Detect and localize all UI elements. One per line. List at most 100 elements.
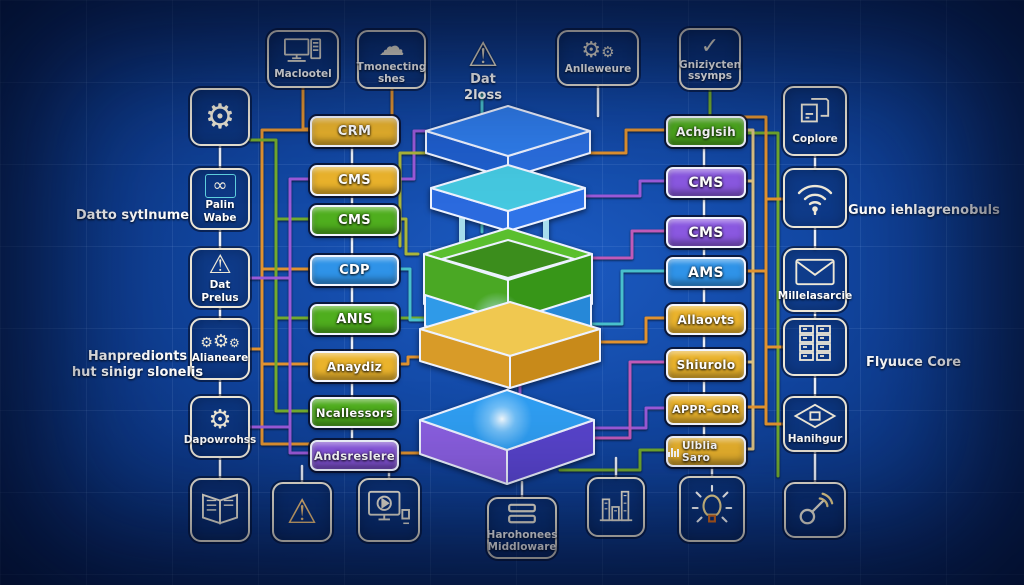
node-alianeare: ⚙⚙⚙ Alianeare bbox=[190, 318, 250, 380]
node-bar-chart bbox=[587, 477, 645, 537]
node-label: Dat 2loss bbox=[464, 72, 502, 104]
diagram-node: Anaydiz bbox=[310, 351, 399, 382]
node-anlleweure: ⚙⚙ Anlleweure bbox=[557, 30, 639, 86]
node-label: Middloware bbox=[487, 540, 557, 553]
node-label: APPR–GDR bbox=[672, 403, 740, 416]
diagram-node: Achglsih bbox=[666, 116, 746, 147]
server-rack-icon bbox=[797, 324, 833, 371]
documents-icon bbox=[798, 97, 832, 132]
warning-icon: ⚠ bbox=[467, 35, 499, 75]
node-label: shes bbox=[377, 72, 406, 85]
node-maclootel: Maclootel bbox=[267, 30, 339, 88]
warning-icon: ⚠ bbox=[208, 250, 232, 281]
diagram-node: Shiurolo bbox=[666, 349, 746, 380]
node-label: Millelasarcie bbox=[777, 289, 853, 302]
node-label: Harohonees bbox=[486, 529, 558, 542]
node-gniziycten: ✓ Gniziycten ssymps bbox=[679, 28, 741, 90]
infinity-screen-icon: ∞ bbox=[204, 174, 236, 199]
computer-icon bbox=[284, 38, 322, 67]
text-hanpredionts: Hanpredionts hut sinigr slonelis bbox=[55, 349, 220, 382]
node-label: ssymps bbox=[687, 70, 733, 82]
node-label: CMS bbox=[688, 224, 724, 241]
node-server-rack bbox=[783, 318, 847, 376]
diagram-node: Allaovts bbox=[666, 304, 746, 335]
node-label: Gniziycten bbox=[678, 58, 742, 71]
node-label: CMS bbox=[338, 213, 371, 228]
wifi-icon bbox=[793, 179, 837, 218]
node-label: Ulblia Saro bbox=[681, 439, 718, 464]
node-label: CMS bbox=[338, 173, 371, 188]
node-label: Alianeare bbox=[191, 352, 249, 365]
node-label: Ncallessors bbox=[315, 405, 394, 420]
gear-icon: ⚙ bbox=[204, 97, 236, 137]
text-flyuuce-core: Flyuuce Core bbox=[866, 355, 962, 370]
text-line: hut sinigr slonelis bbox=[71, 365, 204, 381]
diagram-node: AMS bbox=[666, 257, 746, 288]
diagram-node: CDP bbox=[310, 255, 399, 286]
monitor-play-icon bbox=[367, 489, 411, 532]
node-wifi bbox=[783, 168, 847, 228]
node-dat2loss: ⚠ Dat 2loss bbox=[452, 38, 514, 105]
node-middleware: Harohonees Middloware bbox=[487, 497, 557, 559]
gear-icon: ⚙ bbox=[208, 405, 232, 436]
node-monitor-media bbox=[358, 478, 420, 542]
node-label: Maclootel bbox=[274, 67, 332, 80]
diagram-node: CMS bbox=[310, 205, 399, 236]
envelope-icon bbox=[794, 258, 836, 289]
check-icon: ✓ bbox=[700, 33, 720, 59]
equalizer-icon bbox=[668, 446, 679, 457]
warning-icon: ⚠ bbox=[286, 492, 318, 532]
diagram-node: CMS bbox=[310, 165, 399, 196]
cloud-icon: ☁ bbox=[378, 32, 405, 63]
diamond-icon bbox=[793, 403, 837, 432]
node-coplore: Coplore bbox=[783, 86, 847, 156]
text-guno: Guno iehlagrenobuls bbox=[848, 203, 1000, 218]
node-tmonecting: ☁ Tmonecting shes bbox=[357, 30, 426, 89]
diagram-node: ANIS bbox=[310, 304, 399, 335]
node-label: Shiurolo bbox=[676, 357, 736, 372]
text-datto-sytlnume: Datto sytlnume bbox=[75, 208, 190, 223]
node-label: AMS bbox=[688, 264, 724, 281]
diagram-node: CMS bbox=[666, 167, 746, 198]
diagram-node: CMS bbox=[666, 217, 746, 248]
node-millelasarcie: Millelasarcie bbox=[778, 248, 852, 312]
node-label: Allaovts bbox=[677, 312, 735, 327]
node-label: Coplore bbox=[792, 132, 838, 145]
node-open-book bbox=[190, 478, 250, 542]
node-label: Anlleweure bbox=[564, 63, 632, 76]
gears-icon: ⚙⚙ bbox=[581, 38, 615, 64]
diagram-node: Andsreslere bbox=[310, 440, 399, 471]
node-label: Hanihgur bbox=[787, 432, 843, 445]
gears-icon: ⚙⚙⚙ bbox=[200, 331, 240, 353]
node-palin-wabe: ∞ Palin Wabe bbox=[190, 168, 250, 230]
node-dat-prelus: ⚠ Dat Prelus bbox=[190, 248, 250, 308]
node-warning-bottom: ⚠ bbox=[272, 482, 332, 542]
node-label: Tmonecting bbox=[356, 61, 427, 74]
node-label: Palin Wabe bbox=[203, 199, 237, 224]
node-gear-top-left: ⚙ bbox=[190, 88, 250, 146]
diagram-node: APPR–GDR bbox=[666, 394, 746, 425]
text-line: Hanpredionts bbox=[87, 349, 188, 364]
node-label: Anaydiz bbox=[326, 359, 383, 374]
diagram-node: Ulblia Saro bbox=[666, 436, 746, 467]
node-label: ANIS bbox=[336, 312, 373, 327]
node-idea-bulb bbox=[679, 476, 745, 542]
diagram-node: CRM bbox=[310, 116, 399, 147]
node-dapowrohss: ⚙ Dapowrohss bbox=[184, 396, 256, 458]
node-label: Dat Prelus bbox=[201, 279, 239, 304]
node-label: Dapowrohss bbox=[183, 434, 257, 447]
bar-chart-icon bbox=[596, 486, 636, 529]
book-icon bbox=[199, 491, 241, 530]
node-label: Achglsih bbox=[676, 124, 736, 139]
node-label: CDP bbox=[339, 263, 370, 278]
diagram-node: Ncallessors bbox=[310, 397, 399, 428]
node-label: Andsreslere bbox=[314, 448, 395, 463]
node-label: CRM bbox=[337, 124, 372, 139]
middleware-bars-icon bbox=[505, 503, 539, 528]
node-label: CMS bbox=[688, 174, 724, 191]
node-hanihgur: Hanihgur bbox=[783, 396, 847, 452]
